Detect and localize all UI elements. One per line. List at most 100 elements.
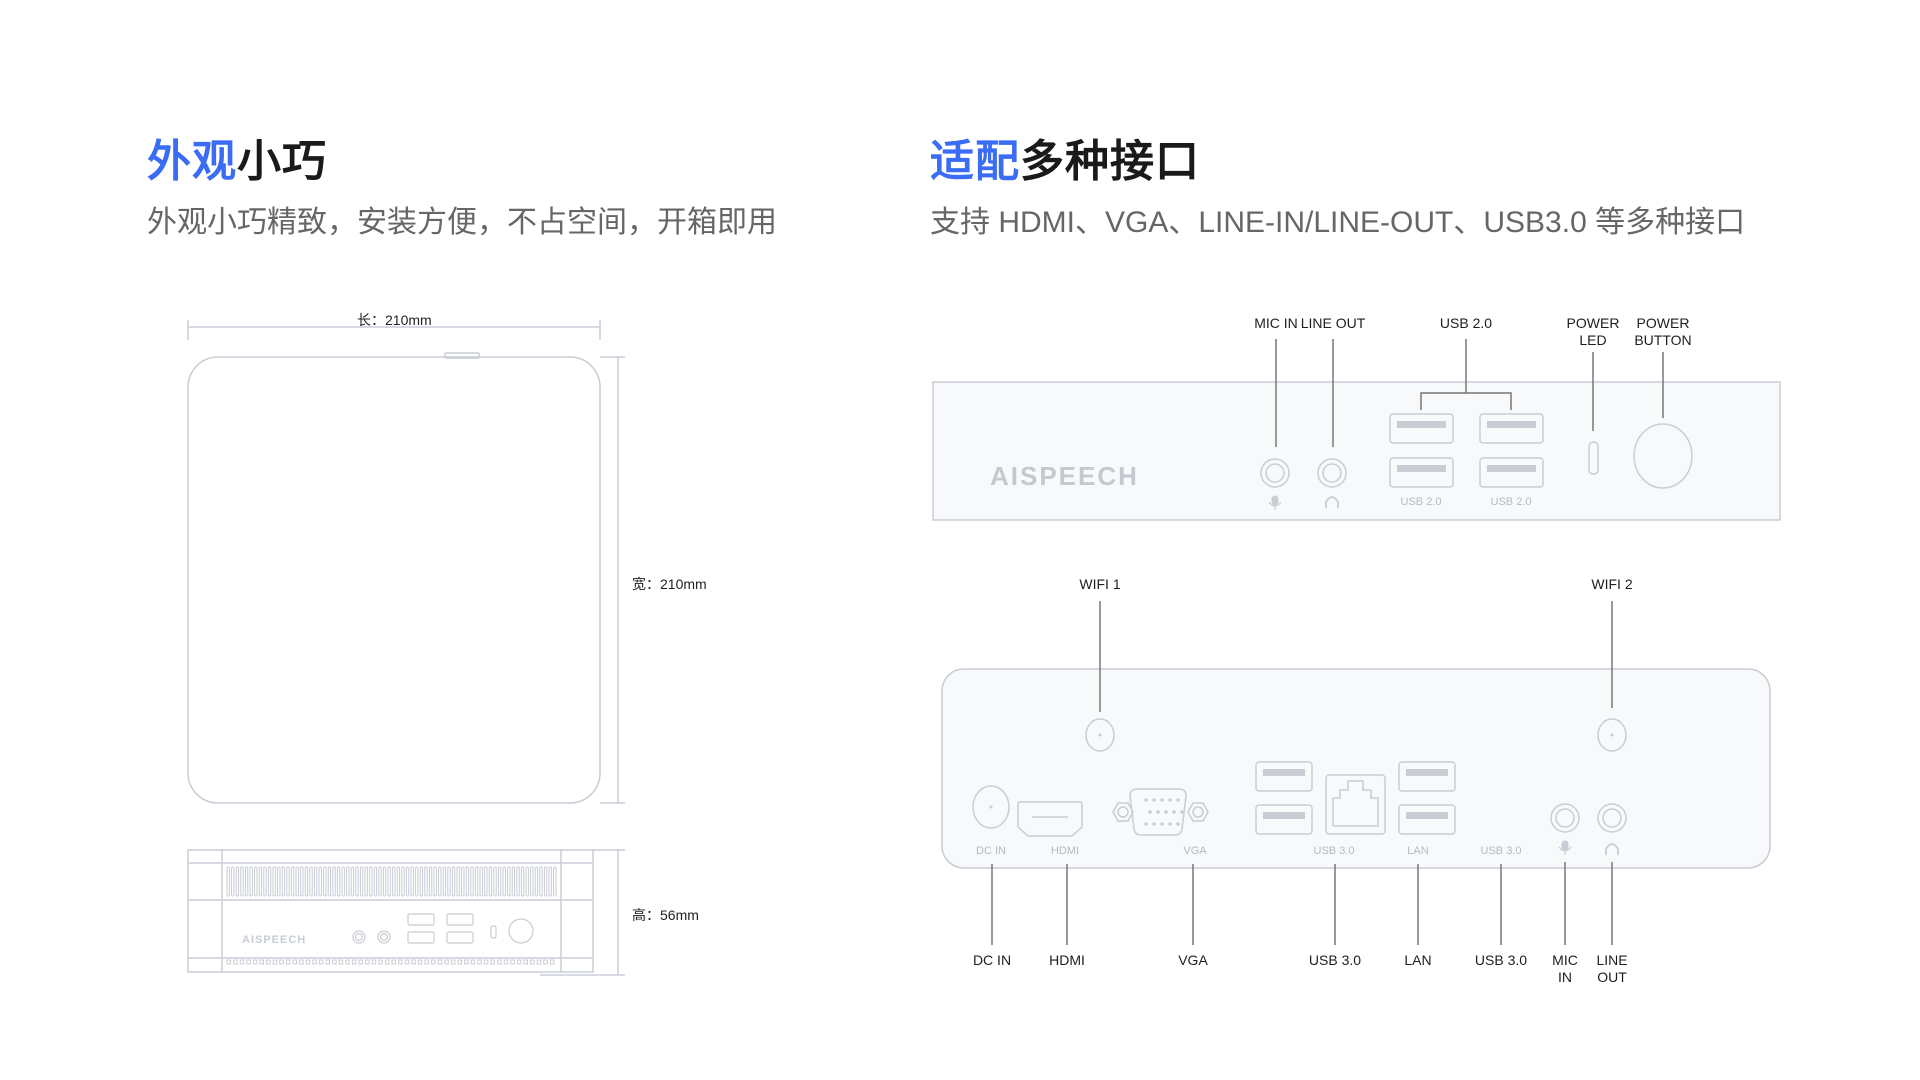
vent-slot <box>281 866 286 897</box>
rear-panel-outline <box>941 668 1771 869</box>
vent-slot <box>240 866 244 897</box>
vga-pin <box>1152 822 1156 826</box>
vent-slot <box>226 866 230 897</box>
vent-slot <box>502 866 506 897</box>
rear-usb30-port <box>1398 761 1456 792</box>
vga-pin <box>1176 822 1180 826</box>
rear-wifi2-antenna <box>1597 718 1627 752</box>
vent-slot <box>364 866 368 897</box>
vent-slot <box>523 959 528 965</box>
callout-rear-usb30-a: USB 3.0 <box>1308 952 1362 968</box>
callout-wifi2: WIFI 2 <box>1591 576 1633 592</box>
vent-slot <box>309 866 313 897</box>
vent-slot <box>378 866 382 897</box>
right-title-rest: 多种接口 <box>1020 137 1200 186</box>
vent-slot <box>536 959 542 965</box>
callout-rear-dc-in: DC IN <box>972 952 1012 968</box>
front-mic-jack <box>1260 458 1290 488</box>
vent-slot <box>244 866 249 897</box>
vent-slot <box>259 959 264 965</box>
vent-slot <box>235 866 240 897</box>
vent-slot <box>442 866 447 897</box>
vga-pin <box>1168 798 1172 802</box>
vent-slot <box>431 959 436 965</box>
vga-pin <box>1168 822 1172 826</box>
rear-headphone-icon <box>1605 843 1619 855</box>
vent-slot <box>465 866 470 897</box>
vent-slot <box>246 959 251 965</box>
vent-slot <box>266 959 271 965</box>
vent-slot <box>497 959 502 965</box>
vent-slot <box>300 866 304 897</box>
vent-slot <box>493 866 497 897</box>
rear-usb30-port <box>1398 804 1456 835</box>
vent-slot <box>444 959 449 965</box>
vga-pin <box>1144 822 1148 826</box>
vent-slot <box>433 866 437 897</box>
callout-rear-lan: LAN <box>1404 952 1432 968</box>
vent-slot <box>258 866 263 897</box>
vent-slot <box>477 959 482 965</box>
front-headphone-icon <box>1325 496 1339 508</box>
vent-slot <box>323 866 327 897</box>
vga-pin <box>1176 798 1180 802</box>
vent-slot <box>338 959 344 965</box>
front-panel-brand-logo: AISPEECH <box>990 461 1139 491</box>
vent-slot <box>516 959 522 965</box>
right-section-title: 适配多种接口 <box>930 125 1200 189</box>
rear-port-caption: HDMI <box>1050 845 1080 857</box>
vent-slot <box>520 866 525 897</box>
vent-slot <box>384 959 390 965</box>
rear-mic-icon <box>1561 840 1569 851</box>
vent-slot <box>332 866 336 897</box>
vent-slot <box>231 866 235 897</box>
vent-slot <box>510 959 515 965</box>
side-view-ports <box>352 913 534 944</box>
side-view-bottom-vents <box>226 959 555 965</box>
top-view-tab <box>444 352 480 359</box>
front-usb-port <box>1389 413 1454 444</box>
vent-slot <box>470 959 476 965</box>
vent-slot <box>404 959 410 965</box>
vent-slot <box>391 959 396 965</box>
vent-slot <box>346 866 350 897</box>
vent-slot <box>437 959 443 965</box>
rear-usb30-port <box>1255 804 1313 835</box>
callout-front-line-out: LINE OUT <box>1300 315 1366 331</box>
left-section-title: 外观小巧 <box>147 125 327 189</box>
vent-slot <box>484 866 488 897</box>
vent-slot <box>378 959 383 965</box>
vent-slot <box>263 866 267 897</box>
front-mic-icon <box>1271 495 1279 506</box>
rear-port-caption: USB 3.0 <box>1313 845 1355 857</box>
vent-slot <box>392 866 396 897</box>
width-label: 宽：210mm <box>632 576 707 592</box>
vent-slot <box>327 866 332 897</box>
vent-slot <box>358 959 363 965</box>
vga-pin <box>1148 810 1152 814</box>
vent-slot <box>428 866 433 897</box>
vent-slot <box>457 959 462 965</box>
vent-slot <box>474 866 479 897</box>
vga-pin <box>1180 810 1184 814</box>
front-leader-lines <box>1275 339 1664 447</box>
vga-pin <box>1160 798 1164 802</box>
vent-slot <box>411 959 416 965</box>
rear-lan-port <box>1325 774 1386 835</box>
vent-slot <box>424 959 429 965</box>
vent-slot <box>365 959 370 965</box>
rear-port-caption: LAN <box>1407 845 1429 857</box>
vent-slot <box>371 959 377 965</box>
vga-pin <box>1152 798 1156 802</box>
rear-dc-in-port <box>972 785 1010 829</box>
vent-slot <box>272 959 278 965</box>
vent-slot <box>272 866 276 897</box>
vent-slot <box>350 866 355 897</box>
front-line-out-jack <box>1317 458 1347 488</box>
vga-pin <box>1144 798 1148 802</box>
rear-mic-jack <box>1550 803 1580 833</box>
vga-pin <box>1172 810 1176 814</box>
